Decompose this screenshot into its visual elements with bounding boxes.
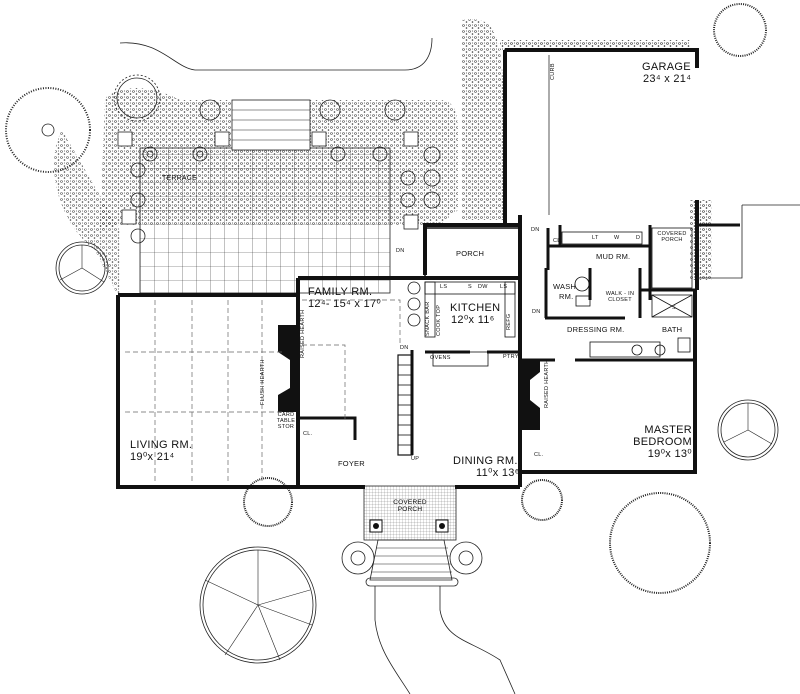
living-room-dimensions: 19⁰x 21⁴ xyxy=(130,451,175,463)
closet-label-master: CL. xyxy=(534,452,544,458)
master-bedroom-dimensions: 19⁰x 13⁰ xyxy=(647,448,692,460)
curb-label: CURB xyxy=(550,63,556,80)
ovens-label: OVENS xyxy=(430,355,451,361)
wash-room-label: WASH xyxy=(553,282,577,291)
garage-label: GARAGE xyxy=(642,61,691,73)
family-room-label: FAMILY RM. xyxy=(308,286,373,298)
washer-label: W xyxy=(614,235,620,241)
master-bedroom-label-2: BEDROOM xyxy=(633,436,692,448)
flush-hearth-label: FLUSH HEARTH xyxy=(260,359,266,405)
card-table-storage-label: CARD TABLE STOR xyxy=(276,412,296,430)
lazy-susan-label-1: LS xyxy=(440,284,448,290)
stair-up-label: UP xyxy=(411,456,420,462)
porch-down-label: DN xyxy=(396,248,405,254)
snack-bar-label: SNACK BAR xyxy=(425,301,431,337)
dressing-room-label: DRESSING RM. xyxy=(567,325,625,334)
fireplace-living-family xyxy=(278,325,298,412)
refrigerator-label: REFG xyxy=(506,313,512,330)
side-covered-porch-label: COVERED PORCH xyxy=(657,231,687,243)
kitchen-cabinets xyxy=(407,281,516,367)
trees xyxy=(5,3,779,664)
kitchen-dimensions: 12⁰x 11⁶ xyxy=(451,314,495,326)
fireplace-master xyxy=(520,360,540,430)
pantry-label: PTRY xyxy=(503,354,519,360)
sink-label: S xyxy=(468,284,472,290)
family-room-dimensions: 12⁴- 15⁴ x 17⁰ xyxy=(308,298,382,310)
driveway-edge xyxy=(119,37,433,71)
terrace-label: TERRACE xyxy=(162,175,197,182)
kitchen-label: KITCHEN xyxy=(450,302,501,314)
garage-down-label: DN xyxy=(531,227,540,233)
closet-label-mud: CL. xyxy=(553,238,563,244)
walk-in-closet-label: WALK - IN CLOSET xyxy=(605,291,635,303)
garage-dimensions: 23⁴ x 21⁴ xyxy=(643,73,692,85)
front-covered-porch-label: COVERED PORCH xyxy=(393,499,427,513)
lazy-susan-label-2: LS xyxy=(500,284,508,290)
closet-label-foyer: CL. xyxy=(303,431,313,437)
foyer-label: FOYER xyxy=(338,459,365,468)
dining-room-dimensions: 11⁰x 13⁶ xyxy=(476,467,520,479)
mud-down-label: DN xyxy=(532,309,541,315)
raised-hearth-master-label: RAISED HEARTH xyxy=(544,359,550,408)
wash-room-label-2: RM. xyxy=(559,292,574,301)
living-room-label: LIVING RM. xyxy=(130,439,193,451)
laundry-tub-label: LT xyxy=(592,235,599,241)
shower-label: S xyxy=(672,305,676,311)
raised-hearth-family-label: RAISED HEARTH xyxy=(300,309,306,358)
mud-room-label: MUD RM. xyxy=(596,252,631,261)
terrace-paving xyxy=(139,147,391,294)
dining-room-label: DINING RM. xyxy=(453,455,518,467)
porch-label: PORCH xyxy=(456,249,485,258)
dryer-label: D xyxy=(636,235,641,241)
stair xyxy=(397,354,413,456)
bath-label: BATH xyxy=(662,325,683,334)
dishwasher-label: DW xyxy=(478,284,488,290)
master-bedroom-label: MASTER xyxy=(644,424,692,436)
stair-down-label: DN xyxy=(400,345,409,351)
cook-top-label: COOK TOP xyxy=(436,304,442,336)
